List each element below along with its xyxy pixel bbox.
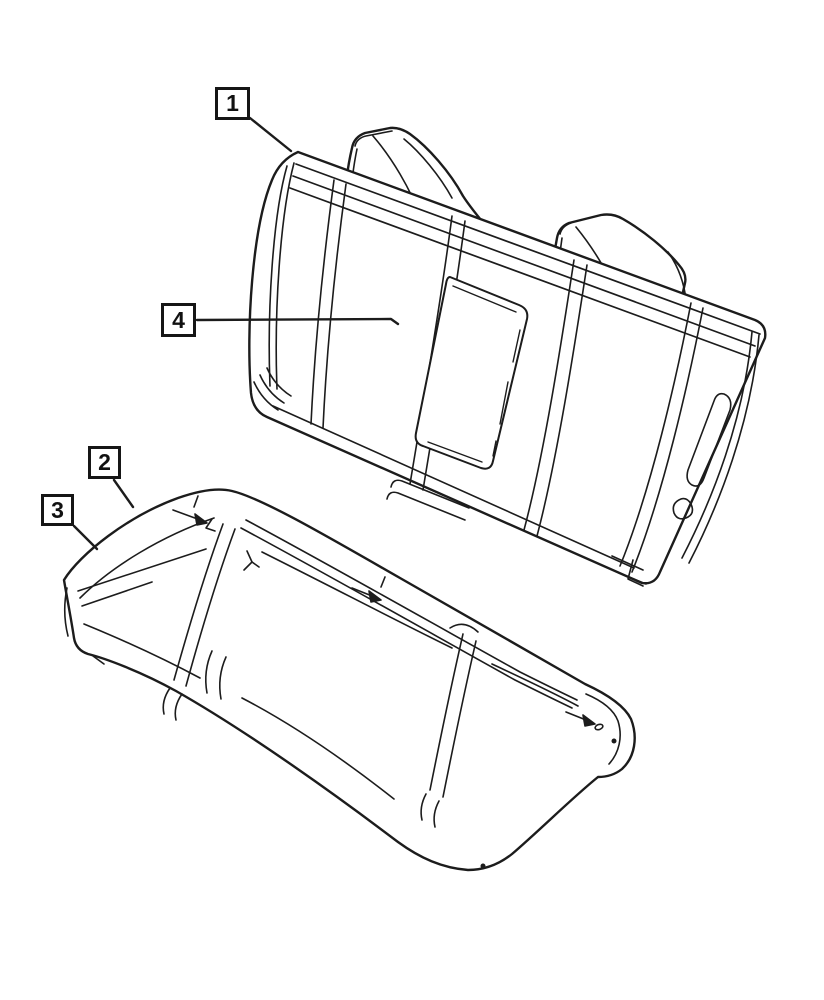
leader-line-3 <box>72 524 99 551</box>
callout-label-4: 4 <box>172 306 185 333</box>
callout-box-3[interactable]: 3 <box>41 494 74 526</box>
callout-box-4[interactable]: 4 <box>161 303 196 337</box>
leader-line-2 <box>112 478 135 509</box>
callout-box-2[interactable]: 2 <box>88 446 121 479</box>
leader-line-4 <box>195 317 400 326</box>
seat-cushion-seams <box>63 517 621 828</box>
leader-lines <box>72 116 400 551</box>
seat-back-top-band <box>289 163 761 358</box>
callout-label-2: 2 <box>98 449 111 475</box>
seat-back-hardware <box>611 392 732 587</box>
seat-cushion-outline <box>62 488 636 872</box>
seat-back-corner-folds <box>253 367 292 411</box>
callout-label-3: 3 <box>51 496 64 523</box>
leader-line-1 <box>248 116 293 153</box>
callout-box-1[interactable]: 1 <box>215 87 250 120</box>
armrest-panel <box>386 276 529 521</box>
callout-label-1: 1 <box>226 90 239 116</box>
seat-cushion-trim-marks <box>172 495 617 869</box>
seat-back-drawing <box>248 126 767 587</box>
seat-cushion-drawing <box>62 488 636 872</box>
